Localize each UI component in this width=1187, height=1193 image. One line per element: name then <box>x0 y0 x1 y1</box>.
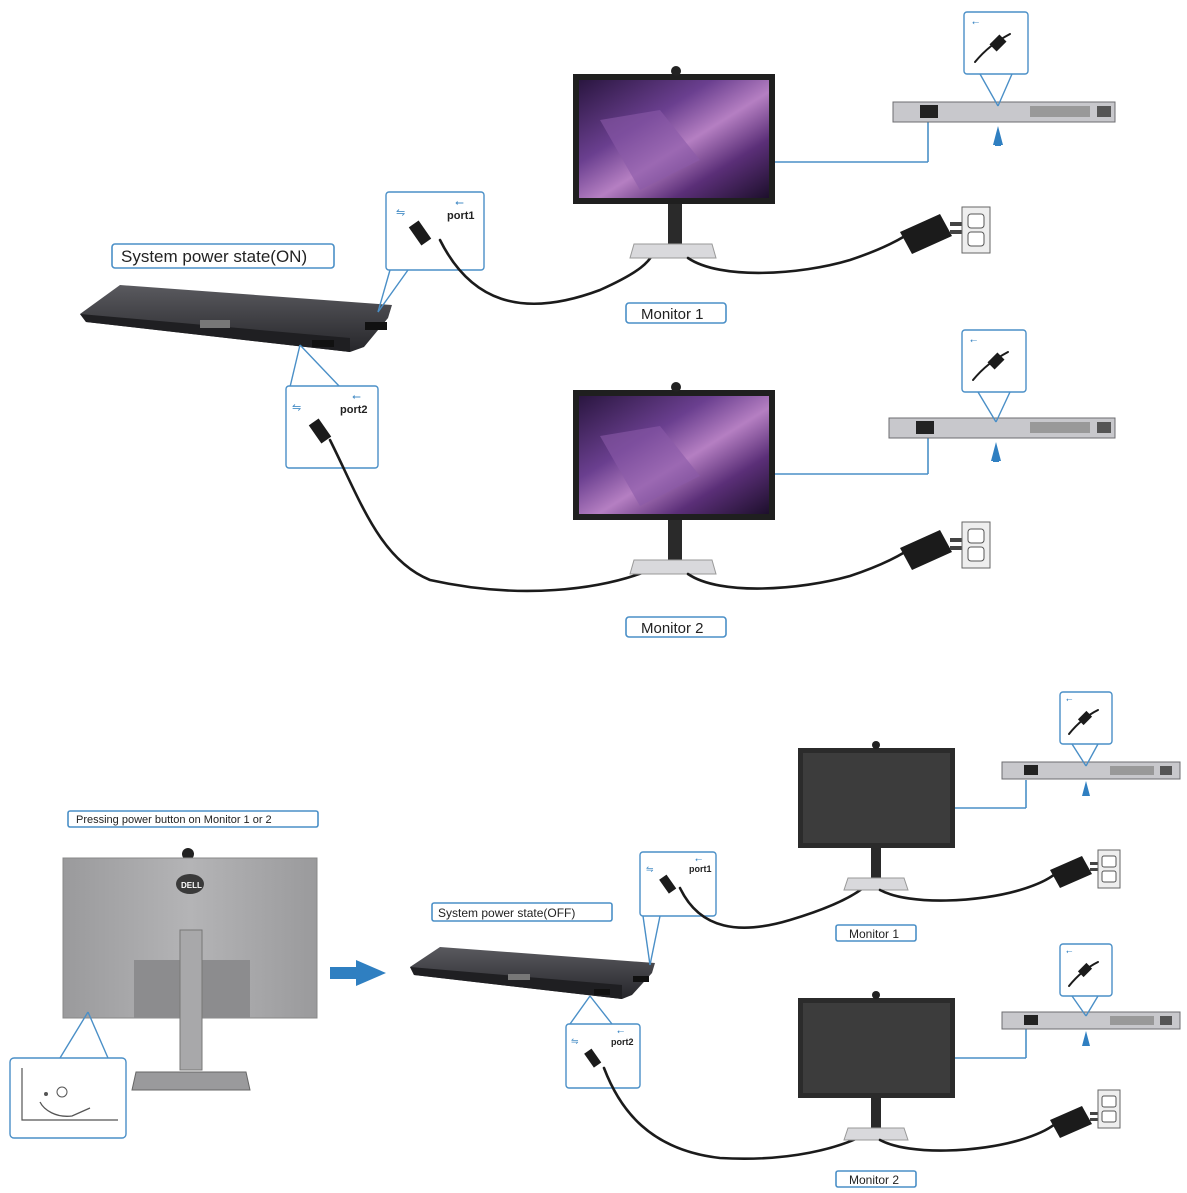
usb-icon: ⭠ <box>972 17 979 27</box>
usb-icon: ⭠ <box>695 854 702 864</box>
power-cable-monitor-1 <box>686 234 907 275</box>
port1-callout: ⇋ ⭠ port1 <box>377 191 485 313</box>
system-power-state-off-tag: System power state(OFF) <box>431 902 613 922</box>
io-panel-icon: ⭠ <box>1001 691 1181 796</box>
io-panel-icon: ⭠ <box>1001 943 1181 1046</box>
pressing-power-button-tag: Pressing power button on Monitor 1 or 2 <box>67 810 319 828</box>
usb-icon: ⇋ <box>396 207 405 219</box>
power-cable-monitor-2-small <box>878 1122 1057 1152</box>
usb-icon: ⭠ <box>970 335 977 345</box>
power-plug-icon <box>900 214 962 254</box>
finger-press-icon <box>39 1101 91 1117</box>
system-power-state-on-tag: System power state(ON) <box>111 243 335 269</box>
port2-label-small: port2 <box>611 1037 634 1047</box>
usb-c-cable-port2 <box>328 438 652 593</box>
monitor-2-label-small: Monitor 2 <box>849 1173 899 1187</box>
monitor-1-label-small: Monitor 1 <box>849 927 899 941</box>
usb-icon: ⇋ <box>646 864 654 874</box>
arrow-up-icon <box>1082 1031 1090 1046</box>
usb-icon: ⭠ <box>1066 947 1073 956</box>
power-cable-monitor-1-small <box>878 872 1057 902</box>
top-section: System power state(ON) ⇋ ⭠ port1 ⇋ ⭠ <box>80 11 1116 638</box>
system-power-state-off-label: System power state(OFF) <box>438 906 575 920</box>
port1-label: port1 <box>447 210 475 222</box>
pressing-power-button-label: Pressing power button on Monitor 1 or 2 <box>76 814 272 826</box>
monitor-2-label: Monitor 2 <box>641 620 704 637</box>
arrow-right-icon <box>330 960 386 986</box>
usb-c-cable-port1-small <box>678 882 870 930</box>
io-panel-icon: ⭠ <box>892 11 1116 146</box>
arrow-up-icon <box>1082 781 1090 796</box>
usb-icon: ⭠ <box>617 1026 624 1036</box>
usb-icon: ⭠ <box>352 391 361 403</box>
port2-callout-small: ⇋ ⭠ port2 <box>565 995 641 1089</box>
port2-callout: ⇋ ⭠ port2 <box>285 344 379 469</box>
io-panel-icon: ⭠ <box>888 329 1116 462</box>
monitor-2-off: Monitor 2 <box>798 991 955 1188</box>
wall-outlet-icon <box>1097 849 1121 889</box>
power-cable-monitor-2 <box>686 550 907 590</box>
usb-icon: ⭠ <box>455 197 464 209</box>
port1-callout-small: ⇋ ⭠ port1 <box>639 851 717 966</box>
usb-c-cable-port2-small <box>602 1066 868 1160</box>
wall-outlet-icon <box>961 206 991 254</box>
monitor-2: Monitor 2 <box>573 382 775 638</box>
finger-press-callout <box>9 1011 127 1139</box>
bottom-section: Pressing power button on Monitor 1 or 2 … <box>9 691 1181 1188</box>
monitor-back-view: DELL <box>62 848 318 1091</box>
power-plug-icon <box>1050 856 1099 888</box>
port2-label: port2 <box>340 404 368 416</box>
usb-icon: ⇋ <box>571 1036 579 1046</box>
usb-icon: ⭠ <box>1066 695 1073 704</box>
wall-outlet-icon <box>1097 1089 1121 1129</box>
wall-outlet-icon <box>961 521 991 569</box>
usb-c-cable-port1 <box>438 238 657 306</box>
dock-icon <box>410 947 655 999</box>
svg-text:DELL: DELL <box>181 881 202 890</box>
power-plug-icon <box>1050 1106 1099 1138</box>
monitor-1-off: Monitor 1 <box>798 741 955 942</box>
usb-icon: ⇋ <box>292 402 301 414</box>
power-plug-icon <box>900 530 962 570</box>
system-power-state-on-label: System power state(ON) <box>121 247 307 266</box>
monitor-1: Monitor 1 <box>573 66 775 324</box>
dell-logo-icon <box>176 874 204 894</box>
monitor-1-label: Monitor 1 <box>641 306 704 323</box>
port1-label-small: port1 <box>689 864 712 874</box>
dock-icon <box>80 285 392 352</box>
